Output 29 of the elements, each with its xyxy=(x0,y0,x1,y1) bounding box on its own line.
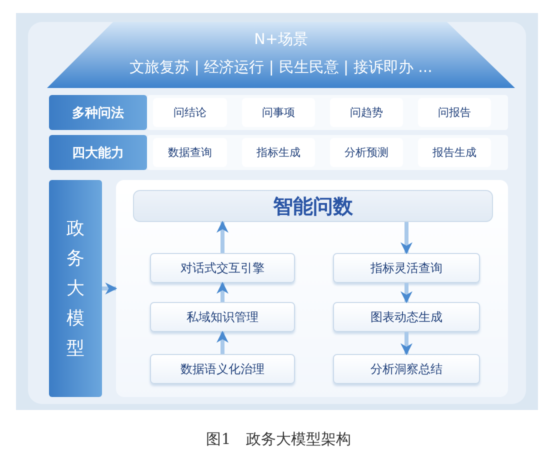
option-box: 报告生成 xyxy=(418,138,491,167)
option-box: 分析预测 xyxy=(330,138,403,167)
chevron-arrow xyxy=(216,282,228,302)
module-box: 指标灵活查询 xyxy=(333,253,480,283)
scenario-list: 文旅复苏 | 经济运行 | 民生民意 | 接诉即办 ... xyxy=(47,58,515,77)
option-box: 数据查询 xyxy=(153,138,227,167)
option-box: 问趋势 xyxy=(330,98,403,127)
chevron-arrow xyxy=(102,282,118,294)
banner-title: N+场景 xyxy=(253,30,309,49)
option-box: 问报告 xyxy=(418,98,491,127)
module-box: 图表动态生成 xyxy=(333,302,480,332)
chevron-arrow xyxy=(216,330,228,354)
category-label: 多种问法 xyxy=(49,95,147,130)
module-box: 分析洞察总结 xyxy=(333,354,480,384)
content-panel xyxy=(116,180,508,397)
figure-caption: 图1 政务大模型架构 xyxy=(205,430,352,450)
model-column: 政务大模型 xyxy=(49,180,102,397)
module-box: 对话式交互引擎 xyxy=(150,253,295,283)
chevron-arrow xyxy=(400,332,412,356)
category-label: 四大能力 xyxy=(49,135,147,170)
module-box: 私域知识管理 xyxy=(150,302,295,332)
chevron-arrow xyxy=(400,222,412,254)
chevron-arrow xyxy=(400,283,412,304)
option-box: 问事项 xyxy=(242,98,315,127)
module-box: 数据语义化治理 xyxy=(150,354,295,384)
title-bar: 智能问数 xyxy=(133,190,493,222)
chevron-arrow xyxy=(216,220,228,253)
option-box: 指标生成 xyxy=(242,138,315,167)
option-box: 问结论 xyxy=(153,98,227,127)
